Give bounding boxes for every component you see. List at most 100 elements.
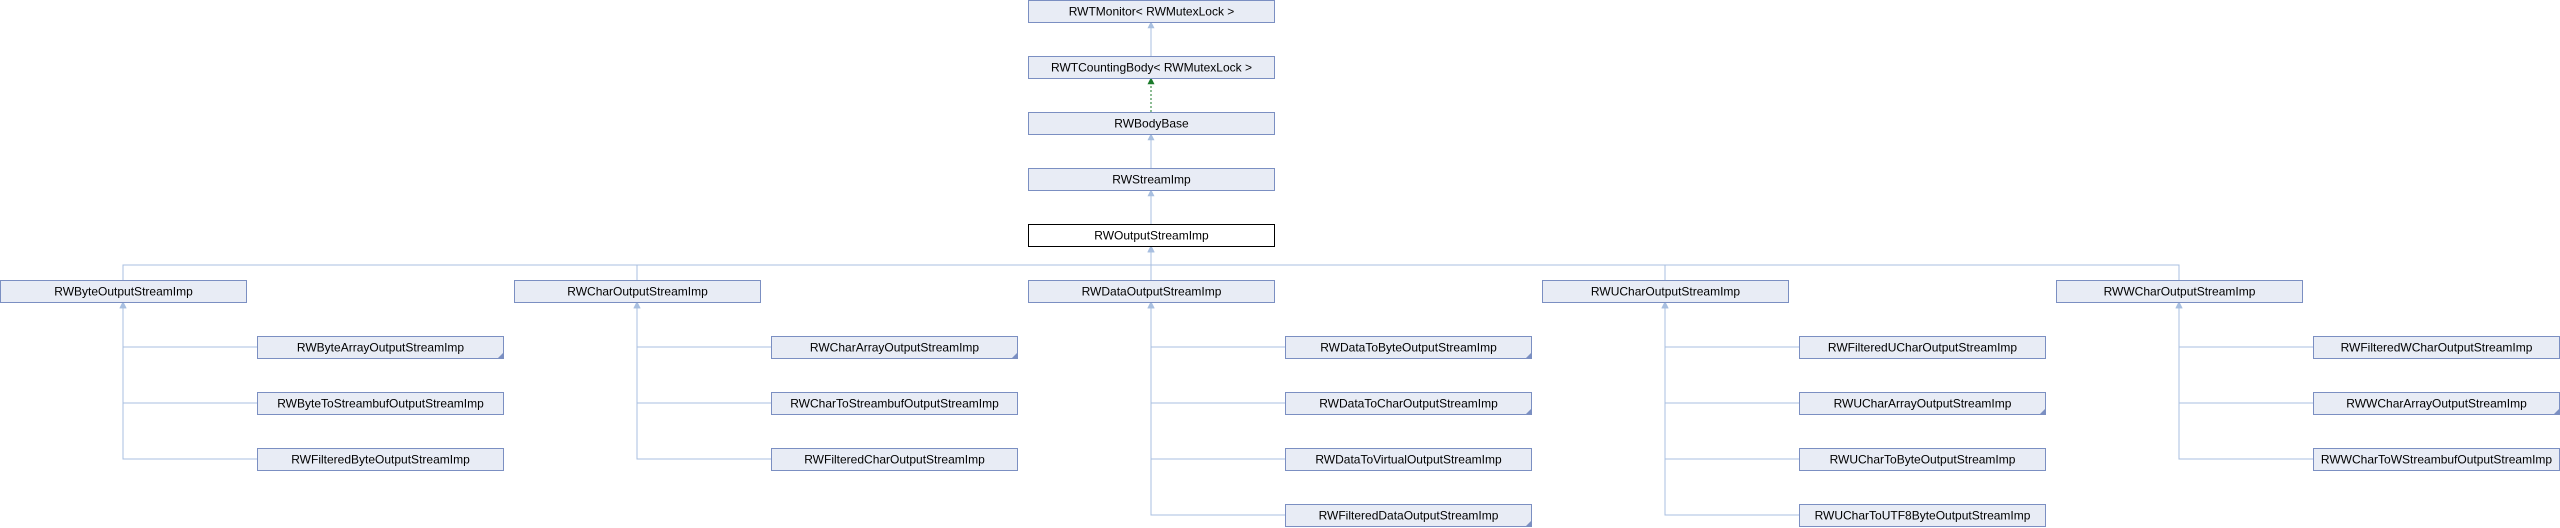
class-node-label: RWWCharToWStreambufOutputStreamImp xyxy=(2321,453,2553,467)
class-node-data2[interactable]: RWDataToCharOutputStreamImp xyxy=(1285,392,1532,415)
class-node-label: RWOutputStreamImp xyxy=(1094,229,1209,243)
class-node-label: RWUCharToByteOutputStreamImp xyxy=(1830,453,2016,467)
inheritance-edge-uchar2-to-uchar xyxy=(1661,301,1799,404)
inheritance-edge-uchar-to-outimp xyxy=(1147,245,1666,280)
class-node-wchar[interactable]: RWWCharOutputStreamImp xyxy=(2056,280,2303,303)
class-node-box xyxy=(771,448,1018,471)
class-node-streamimp[interactable]: RWStreamImp xyxy=(1028,168,1275,191)
class-node-label: RWFilteredWCharOutputStreamImp xyxy=(2341,341,2533,355)
class-node-box xyxy=(0,280,247,303)
class-node-box xyxy=(1285,504,1532,527)
class-node-label: RWFilteredUCharOutputStreamImp xyxy=(1828,341,2017,355)
class-node-data1[interactable]: RWDataToByteOutputStreamImp xyxy=(1285,336,1532,359)
inheritance-edge-char2-to-char xyxy=(633,301,771,404)
inheritance-edge-char1-to-char xyxy=(633,301,771,348)
inheritance-edge-wchar-to-outimp xyxy=(1147,245,2180,280)
collapsed-marker-icon xyxy=(2039,408,2046,415)
class-node-uchar4[interactable]: RWUCharToUTF8ByteOutputStreamImp xyxy=(1799,504,2046,527)
class-node-label: RWWCharOutputStreamImp xyxy=(2104,285,2256,299)
class-node-label: RWCharToStreambufOutputStreamImp xyxy=(790,397,999,411)
inheritance-edge-wchar3-to-wchar xyxy=(2175,301,2313,460)
class-node-label: RWTMonitor< RWMutexLock > xyxy=(1069,5,1235,19)
class-node-box xyxy=(771,336,1018,359)
class-node-box xyxy=(1028,0,1275,23)
class-node-label: RWDataToByteOutputStreamImp xyxy=(1320,341,1497,355)
class-node-box xyxy=(1799,448,2046,471)
class-node-data3[interactable]: RWDataToVirtualOutputStreamImp xyxy=(1285,448,1532,471)
inheritance-edge-uchar4-to-uchar xyxy=(1661,301,1799,516)
collapsed-marker-icon xyxy=(1525,520,1532,527)
collapsed-marker-icon xyxy=(1525,408,1532,415)
inheritance-edge-data3-to-data xyxy=(1147,301,1285,460)
class-node-char2[interactable]: RWCharToStreambufOutputStreamImp xyxy=(771,392,1018,415)
class-node-box xyxy=(257,392,504,415)
class-node-label: RWFilteredCharOutputStreamImp xyxy=(804,453,985,467)
class-node-uchar2[interactable]: RWUCharArrayOutputStreamImp xyxy=(1799,392,2046,415)
class-node-wchar1[interactable]: RWFilteredWCharOutputStreamImp xyxy=(2313,336,2560,359)
class-node-wchar3[interactable]: RWWCharToWStreambufOutputStreamImp xyxy=(2313,448,2560,471)
class-node-box xyxy=(257,448,504,471)
class-node-byte[interactable]: RWByteOutputStreamImp xyxy=(0,280,247,303)
class-node-bodybase[interactable]: RWBodyBase xyxy=(1028,112,1275,135)
inheritance-edge-byte2-to-byte xyxy=(119,301,257,404)
class-node-char1[interactable]: RWCharArrayOutputStreamImp xyxy=(771,336,1018,359)
class-node-byte3[interactable]: RWFilteredByteOutputStreamImp xyxy=(257,448,504,471)
class-node-box xyxy=(1285,448,1532,471)
inheritance-edge-char3-to-char xyxy=(633,301,771,460)
class-node-data[interactable]: RWDataOutputStreamImp xyxy=(1028,280,1275,303)
class-node-label: RWFilteredDataOutputStreamImp xyxy=(1319,509,1499,523)
class-node-byte2[interactable]: RWByteToStreambufOutputStreamImp xyxy=(257,392,504,415)
class-node-box xyxy=(1799,504,2046,527)
class-node-counting[interactable]: RWTCountingBody< RWMutexLock > xyxy=(1028,56,1275,79)
class-node-uchar[interactable]: RWUCharOutputStreamImp xyxy=(1542,280,1789,303)
class-node-char3[interactable]: RWFilteredCharOutputStreamImp xyxy=(771,448,1018,471)
class-node-box xyxy=(1285,392,1532,415)
inheritance-edge-data1-to-data xyxy=(1147,301,1285,348)
class-node-label: RWByteOutputStreamImp xyxy=(54,285,193,299)
class-node-box xyxy=(1542,280,1789,303)
inheritance-edge-wchar2-to-wchar xyxy=(2175,301,2313,404)
collapsed-marker-icon xyxy=(497,352,504,359)
class-node-label: RWStreamImp xyxy=(1112,173,1191,187)
class-node-label: RWByteArrayOutputStreamImp xyxy=(297,341,464,355)
class-node-data4[interactable]: RWFilteredDataOutputStreamImp xyxy=(1285,504,1532,527)
class-node-wchar2[interactable]: RWWCharArrayOutputStreamImp xyxy=(2313,392,2560,415)
inheritance-edge-uchar1-to-uchar xyxy=(1661,301,1799,348)
inheritance-edge-char-to-outimp xyxy=(636,245,1155,280)
inheritance-edge-wchar1-to-wchar xyxy=(2175,301,2313,348)
class-node-box xyxy=(2056,280,2303,303)
class-node-uchar3[interactable]: RWUCharToByteOutputStreamImp xyxy=(1799,448,2046,471)
class-node-box xyxy=(1799,392,2046,415)
collapsed-marker-icon xyxy=(1011,352,1018,359)
class-node-label: RWWCharArrayOutputStreamImp xyxy=(2346,397,2527,411)
class-node-box xyxy=(514,280,761,303)
collapsed-marker-icon xyxy=(2553,408,2560,415)
inheritance-edge-uchar3-to-uchar xyxy=(1661,301,1799,460)
class-node-byte1[interactable]: RWByteArrayOutputStreamImp xyxy=(257,336,504,359)
class-node-label: RWFilteredByteOutputStreamImp xyxy=(291,453,470,467)
class-node-box xyxy=(1799,336,2046,359)
class-node-uchar1[interactable]: RWFilteredUCharOutputStreamImp xyxy=(1799,336,2046,359)
class-node-char[interactable]: RWCharOutputStreamImp xyxy=(514,280,761,303)
class-node-box xyxy=(771,392,1018,415)
class-node-box xyxy=(1028,112,1275,135)
class-node-outimp: RWOutputStreamImp xyxy=(1028,224,1275,247)
class-node-label: RWBodyBase xyxy=(1114,117,1189,131)
class-node-label: RWUCharOutputStreamImp xyxy=(1591,285,1740,299)
class-node-label: RWDataOutputStreamImp xyxy=(1082,285,1222,299)
class-node-label: RWByteToStreambufOutputStreamImp xyxy=(277,397,484,411)
class-node-label: RWCharOutputStreamImp xyxy=(567,285,708,299)
class-node-label: RWCharArrayOutputStreamImp xyxy=(810,341,979,355)
inheritance-edge-byte1-to-byte xyxy=(119,301,257,348)
class-node-label: RWDataToVirtualOutputStreamImp xyxy=(1315,453,1502,467)
class-node-box xyxy=(257,336,504,359)
edges-layer xyxy=(119,21,2313,516)
inheritance-edge-data4-to-data xyxy=(1147,301,1285,516)
class-node-box xyxy=(1028,168,1275,191)
class-node-box xyxy=(1028,224,1275,247)
inheritance-edge-byte3-to-byte xyxy=(119,301,257,460)
class-node-box xyxy=(1285,336,1532,359)
class-node-monitor[interactable]: RWTMonitor< RWMutexLock > xyxy=(1028,0,1275,23)
